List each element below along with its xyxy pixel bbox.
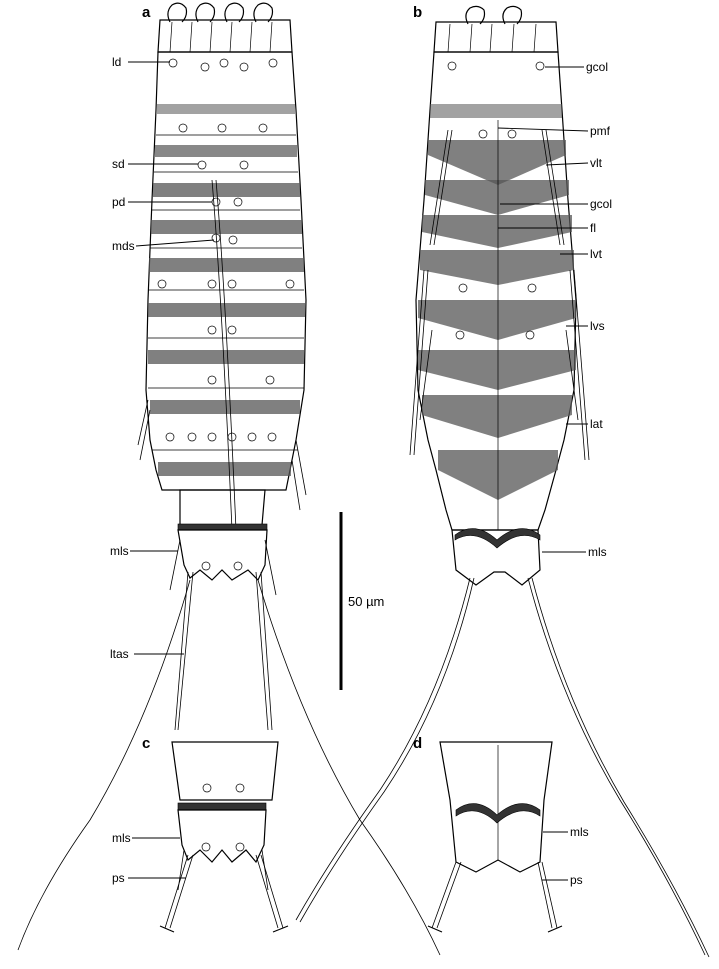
panel-c-annotations: mls ps (112, 831, 186, 885)
panel-letter-a: a (142, 4, 151, 21)
label-lvs: lvs (590, 319, 605, 333)
panel-d-body (427, 741, 563, 933)
panel-b-body (17, 5, 710, 958)
label-vlt: vlt (590, 156, 603, 170)
label-gcol-mid: gcol (590, 197, 612, 211)
label-sd: sd (112, 157, 125, 171)
panel-a-sensilla (157, 58, 295, 442)
label-gcol-top: gcol (586, 60, 608, 74)
label-mls-d: mls (570, 825, 589, 839)
panel-b-annotations: gcol pmf vlt gcol fl lvt lvs lat mls (497, 60, 612, 559)
panel-a-anal-segment (179, 489, 266, 526)
panel-a-mid-dorsal-seta (211, 179, 233, 531)
panel-letter-c: c (142, 735, 150, 752)
panel-a-terminal-segment (177, 529, 268, 582)
panel-a-annotations: ld sd pd mds mls ltas (110, 55, 215, 661)
scale-bar-label: 50 µm (348, 594, 384, 609)
label-pmf: pmf (590, 124, 611, 138)
panel-a-segment-bands (148, 104, 305, 476)
panel-a-long-terminal-seta-right (255, 571, 273, 731)
panel-a-head (157, 2, 293, 53)
panel-letter-d: d (413, 735, 422, 752)
label-ps-c: ps (112, 871, 125, 885)
label-mds: mds (112, 239, 135, 253)
panel-b-head (433, 5, 559, 53)
panel-b-sensilla (447, 61, 545, 340)
panel-b-anal-segment (451, 529, 541, 586)
label-pd: pd (112, 195, 125, 209)
label-mls-c: mls (112, 831, 131, 845)
panel-c-body (159, 741, 289, 933)
label-ps-d: ps (570, 873, 583, 887)
panel-d-annotations: mls ps (542, 825, 589, 887)
panel-b-long-terminal-seta-right (527, 577, 706, 956)
panel-b-segment-bands (418, 104, 576, 500)
panel-letter-b: b (413, 4, 422, 21)
label-lvt: lvt (590, 247, 603, 261)
label-lat: lat (590, 417, 603, 431)
panel-a-long-terminal-seta-left (174, 571, 194, 731)
label-fl: fl (590, 221, 596, 235)
label-mls-b: mls (588, 545, 607, 559)
label-mls-a: mls (110, 544, 129, 558)
label-ltas: ltas (110, 647, 129, 661)
panel-a-body (137, 2, 307, 731)
scale-bar: 50 µm (339, 512, 384, 690)
panel-b-long-terminal-seta-left (295, 577, 471, 921)
label-ld: ld (112, 55, 121, 69)
